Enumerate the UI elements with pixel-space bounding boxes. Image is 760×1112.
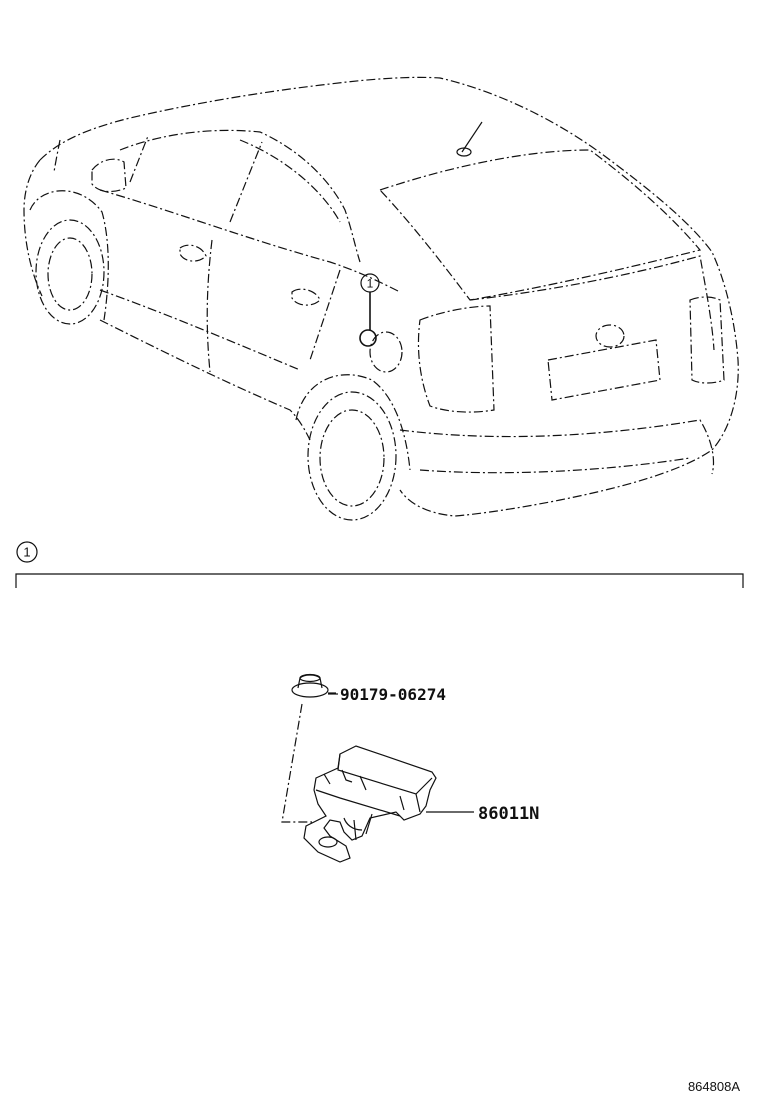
clip-part-drawing xyxy=(291,673,336,698)
part-location-marker xyxy=(359,329,377,347)
vehicle-callout: 1 xyxy=(359,273,380,347)
part-detail xyxy=(281,673,474,863)
part-number-clip: 90179-06274 xyxy=(340,685,446,704)
section-callout-number: 1 xyxy=(23,545,30,560)
section-bracket xyxy=(15,573,744,588)
vehicle-callout-number: 1 xyxy=(367,277,374,291)
figure-id: 864808A xyxy=(688,1079,740,1094)
part-number-module: 86011N xyxy=(478,804,539,824)
module-part-drawing xyxy=(303,745,437,863)
vehicle-illustration xyxy=(23,76,739,521)
section-header: 1 xyxy=(15,541,744,588)
